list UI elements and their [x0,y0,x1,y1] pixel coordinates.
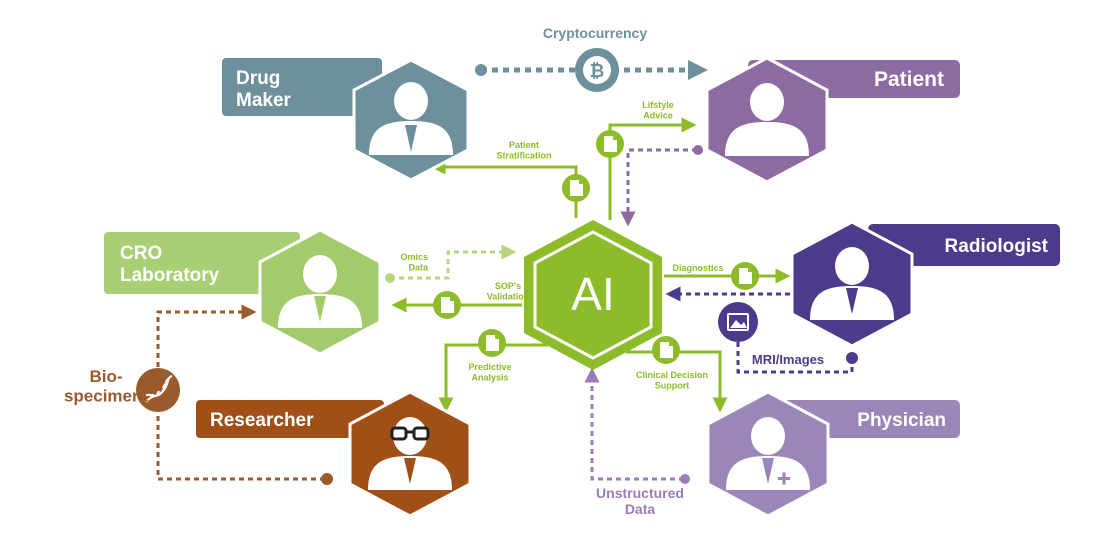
unstructured-dot [680,474,690,484]
researcher-label: Researcher [210,410,314,431]
patient-label: Patient [874,68,944,91]
document-icon [441,297,454,313]
bitcoin-badge: ₿ [575,48,619,92]
medical-cross-icon [778,472,790,485]
physician-label: Physician [857,410,946,431]
patient-dot [693,145,703,155]
physician-tie-icon [762,458,774,484]
omics-dot [385,273,395,283]
stratification-connector [430,159,578,218]
bio-connector [156,304,325,481]
bio-dot [321,473,333,485]
patient-to-ai-connector [620,148,697,227]
badges: ₿ [136,48,759,412]
radiologist-label-box [868,224,1060,266]
node-patient [705,56,829,184]
drug-maker-tie-icon [405,125,417,152]
dna-badge [136,368,180,412]
mri-image-badge [718,302,758,342]
crypto-label: Cryptocurrency [543,25,647,41]
diagnostics-doc-badge [731,262,759,290]
unstructured-connector [584,367,684,481]
node-ai: AI [524,220,662,370]
clinical-doc-badge [652,336,680,364]
lifestyle-connector [608,117,697,220]
bio-label: Bio-speciment [64,367,148,406]
document-icon [739,268,752,284]
document-icon [570,180,583,196]
mri-dot [846,352,858,364]
mri-connector [736,330,854,374]
node-cro [258,228,382,356]
glasses-icon [390,426,430,441]
researcher-label-box [196,400,384,438]
predictive-connector [438,343,548,413]
bitcoin-icon: ₿ [590,61,605,81]
sop-doc-badge [433,291,461,319]
document-icon [486,335,499,351]
dna-icon [143,375,173,403]
radiologist-label: Radiologist [945,236,1049,257]
ai-hexagon-outer [524,220,662,370]
lifestyle-doc-badge [596,130,624,158]
stratification-doc-badge [562,174,590,202]
ai-label: AI [571,268,614,320]
diagnostics-label: Diagnostics [672,263,723,273]
document-icon [660,342,673,358]
cro-label-box [104,232,300,294]
ai-hexagon-inner [533,230,653,360]
node-radiologist [790,220,914,348]
mri-label: MRI/Images [752,352,824,367]
crypto-start-dot [475,64,487,76]
image-icon [727,313,749,331]
radiologist-tie-icon [846,288,858,314]
researcher-tie-icon [404,458,416,484]
drug-maker-label-box [222,58,382,116]
node-researcher [348,390,472,518]
node-physician [706,390,830,518]
node-drug-maker [352,58,470,182]
predictive-doc-badge [478,329,506,357]
cro-tie-icon [314,296,326,322]
omics-connector [390,244,517,280]
document-icon [604,136,617,152]
